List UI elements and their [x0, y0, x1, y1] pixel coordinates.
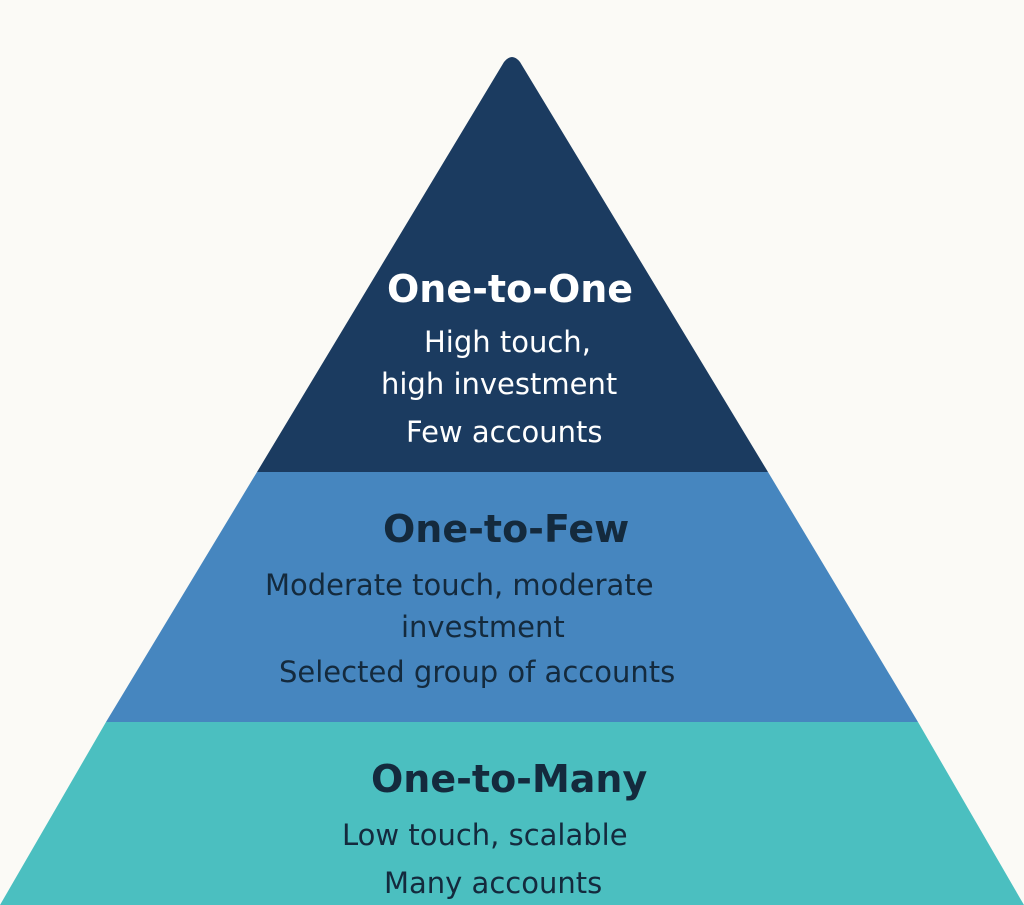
tier-one-to-few-line-1: Moderate touch, moderate — [265, 568, 654, 602]
tier-one-to-few-line-3: Selected group of accounts — [279, 655, 676, 689]
tier-one-to-one-shape — [257, 57, 768, 472]
tier-one-to-few-shape — [106, 472, 918, 722]
tier-one-to-one-line-1: High touch, — [424, 325, 591, 359]
tier-one-to-one-line-2: high investment — [381, 367, 618, 401]
tier-one-to-many-shape — [0, 722, 1024, 905]
tier-one-to-one-line-3: Few accounts — [406, 415, 603, 449]
tier-one-to-many-line-2: Many accounts — [384, 866, 603, 900]
tier-one-to-one-title: One-to-One — [387, 267, 634, 311]
tier-one-to-few-line-2: investment — [401, 610, 565, 644]
tier-one-to-many-title: One-to-Many — [371, 757, 648, 801]
tier-one-to-few-title: One-to-Few — [383, 507, 630, 551]
tier-one-to-many-line-1: Low touch, scalable — [342, 818, 628, 852]
